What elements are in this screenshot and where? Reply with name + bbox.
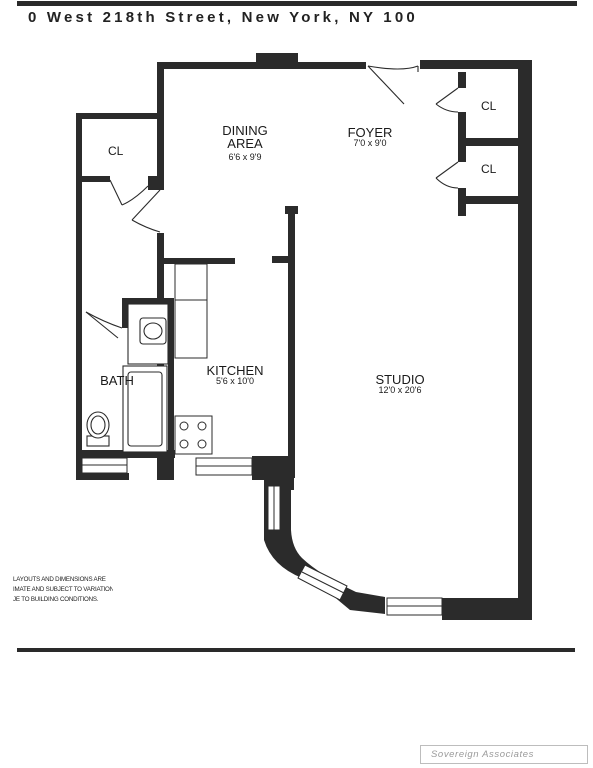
exterior-walls bbox=[76, 53, 532, 620]
kitchen-dimensions: 5'6 x 10'0 bbox=[216, 376, 254, 386]
closet-label-foyer-top: CL bbox=[481, 99, 497, 113]
foyer-dimensions: 7'0 x 9'0 bbox=[353, 138, 387, 148]
bay-window-wall bbox=[264, 484, 443, 616]
address-title: 0 West 218th Street, New York, NY 100 bbox=[28, 9, 418, 26]
disclaimer-line2: IMATE AND SUBJECT TO VARIATIONS bbox=[13, 586, 113, 593]
disclaimer-line3: JE TO BUILDING CONDITIONS. bbox=[13, 596, 99, 603]
dining-dimensions: 6'6 x 9'9 bbox=[228, 152, 262, 162]
closet-label-foyer-bottom: CL bbox=[481, 162, 497, 176]
kitchen-label: KITCHEN bbox=[206, 363, 264, 378]
foyer-label: FOYER bbox=[347, 125, 393, 140]
studio-dimensions: 12'0 x 20'6 bbox=[378, 385, 422, 395]
kitchen-fixtures bbox=[174, 263, 213, 455]
disclaimer-line1: LAYOUTS AND DIMENSIONS ARE bbox=[13, 576, 106, 583]
bottom-rule bbox=[17, 648, 575, 652]
bath-label: BATH bbox=[100, 373, 134, 388]
top-rule bbox=[17, 1, 577, 6]
closet-label-left: CL bbox=[108, 144, 124, 158]
bath-fixtures bbox=[86, 303, 169, 453]
dining-name-line1: DINING bbox=[222, 123, 268, 138]
dining-label: DINING AREA bbox=[210, 124, 280, 150]
disclaimer-note: LAYOUTS AND DIMENSIONS ARE IMATE AND SUB… bbox=[13, 575, 113, 605]
stove-icon bbox=[174, 415, 213, 455]
dining-name-line2: AREA bbox=[227, 136, 263, 151]
bottom-windows bbox=[81, 457, 253, 476]
door-swings bbox=[85, 65, 459, 339]
studio-label: STUDIO bbox=[375, 372, 425, 387]
credit-box: Sovereign Associates bbox=[420, 745, 588, 764]
